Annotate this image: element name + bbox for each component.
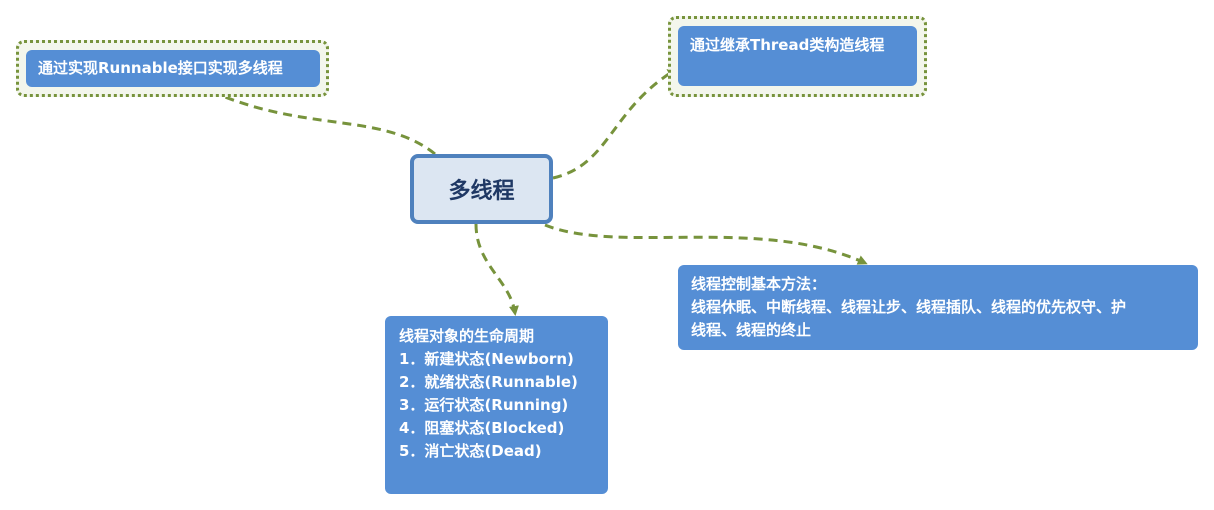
lifecycle-item: 1．新建状态(Newborn)	[399, 350, 574, 368]
runnable-node-label: 通过实现Runnable接口实现多线程	[38, 59, 283, 77]
center-node-label: 多线程	[448, 179, 515, 204]
lifecycle-item: 2．就绪状态(Runnable)	[399, 373, 578, 391]
center-node: 多线程	[410, 154, 553, 224]
lifecycle-item: 5．消亡状态(Dead)	[399, 442, 542, 460]
thread-node-label: 通过继承Thread类构造线程	[690, 36, 885, 54]
connector-to-control	[544, 223, 868, 265]
control-methods-line: 线程休眠、中断线程、线程让步、线程插队、线程的优先权守、护	[691, 298, 1127, 316]
thread-node: 通过继承Thread类构造线程	[678, 26, 917, 86]
connector-to-lifecycle	[474, 223, 519, 316]
connector-to-thread	[552, 68, 678, 180]
lifecycle-item: 3．运行状态(Running)	[399, 396, 569, 414]
control-methods-line: 线程、线程的终止	[691, 321, 812, 339]
connector-to-runnable	[197, 84, 436, 156]
lifecycle-item: 4．阻塞状态(Blocked)	[399, 419, 565, 437]
lifecycle-title: 线程对象的生命周期	[399, 327, 535, 345]
runnable-node: 通过实现Runnable接口实现多线程	[26, 50, 320, 87]
lifecycle-node: 线程对象的生命周期 1．新建状态(Newborn) 2．就绪状态(Runnabl…	[385, 316, 608, 494]
control-methods-node: 线程控制基本方法： 线程休眠、中断线程、线程让步、线程插队、线程的优先权守、护 …	[678, 265, 1198, 350]
control-methods-title: 线程控制基本方法：	[691, 275, 827, 293]
